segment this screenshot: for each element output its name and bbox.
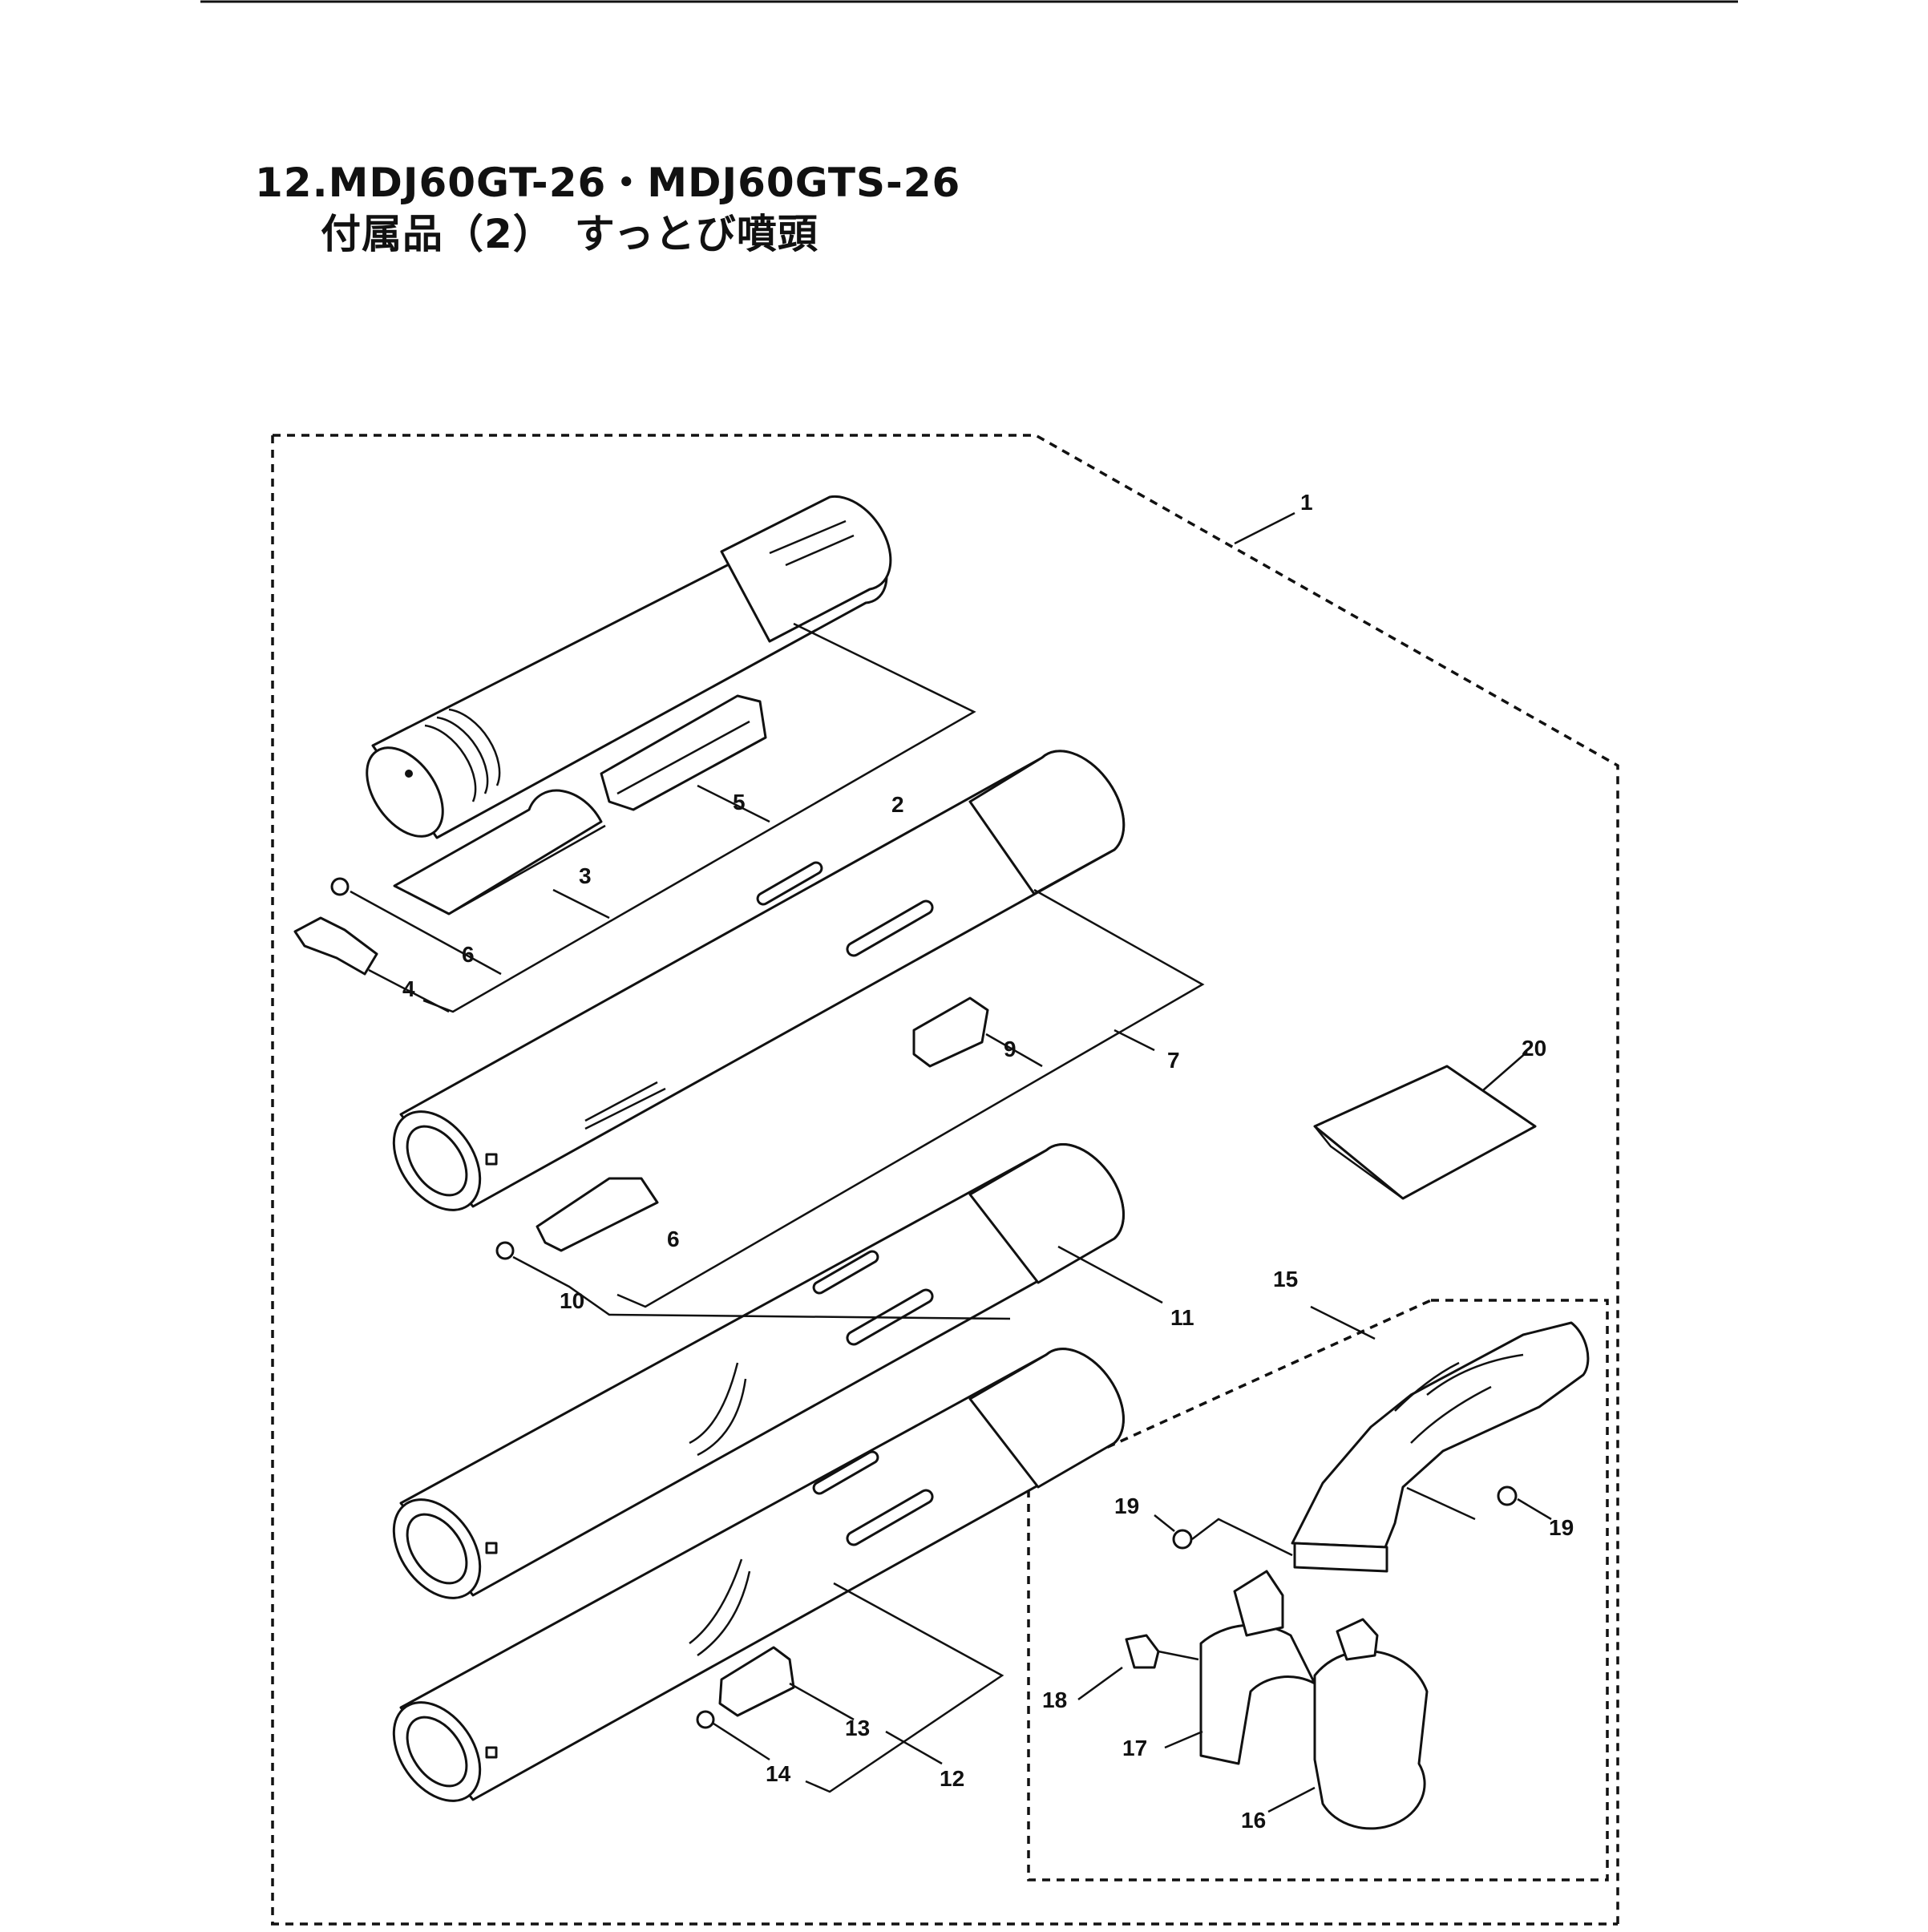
callout-20: 20 [1522,1036,1546,1061]
screw-19-left [1172,1529,1193,1550]
leader-frame-12 [805,1582,1004,1793]
grip-nozzle-15 [1291,1321,1590,1573]
knob-18 [1125,1634,1160,1669]
half-shell-3 [393,789,603,915]
callout-18: 18 [1042,1687,1067,1712]
pipe-2-hole [405,770,413,778]
callout-17: 17 [1122,1736,1147,1760]
clip-13 [718,1646,795,1717]
clamp-17 [1199,1623,1316,1765]
clip-6 [536,1177,659,1252]
callout-12: 12 [940,1766,964,1791]
clip-9 [912,996,989,1068]
callout-13: 13 [845,1716,870,1740]
callout-6-top: 6 [462,942,475,967]
callout-15: 15 [1273,1267,1298,1291]
callout-7: 7 [1167,1048,1180,1073]
callout-3: 3 [579,863,592,888]
callout-10: 10 [560,1288,584,1313]
screw-19-right [1497,1485,1518,1506]
bracket-4 [293,916,378,976]
callout-4: 4 [402,976,415,1001]
callout-16: 16 [1241,1808,1266,1833]
leader-frame-11 [512,1245,1163,1320]
callout-14: 14 [766,1761,791,1786]
diagram-title: 12.MDJ60GT-26・MDJ60GTS-26 [255,160,961,206]
screw-6-top [330,877,350,896]
assembly-boundary [271,434,1619,1924]
clip-5 [600,694,767,811]
callout-11: 11 [1170,1305,1194,1330]
callout-19-left: 19 [1114,1493,1139,1518]
pipe-11 [392,1143,1125,1599]
screw-14 [696,1710,715,1729]
screw-10 [495,1241,515,1260]
callout-19-right: 19 [1549,1515,1574,1540]
manual-sheet-20 [1313,1065,1537,1200]
callout-5: 5 [733,790,746,814]
diagram-subtitle: 付属品（2） すっとび噴頭 [321,211,818,257]
pipe-12 [392,1348,1125,1802]
callout-1: 1 [1300,490,1313,515]
callout-9: 9 [1004,1037,1017,1061]
pipe-7 [392,750,1126,1211]
leader-frame-7 [616,888,1205,1308]
callout-6-mid: 6 [667,1227,680,1251]
pipe-2 [366,495,892,839]
callout-2: 2 [891,792,904,817]
clamp-16 [1313,1650,1429,1830]
